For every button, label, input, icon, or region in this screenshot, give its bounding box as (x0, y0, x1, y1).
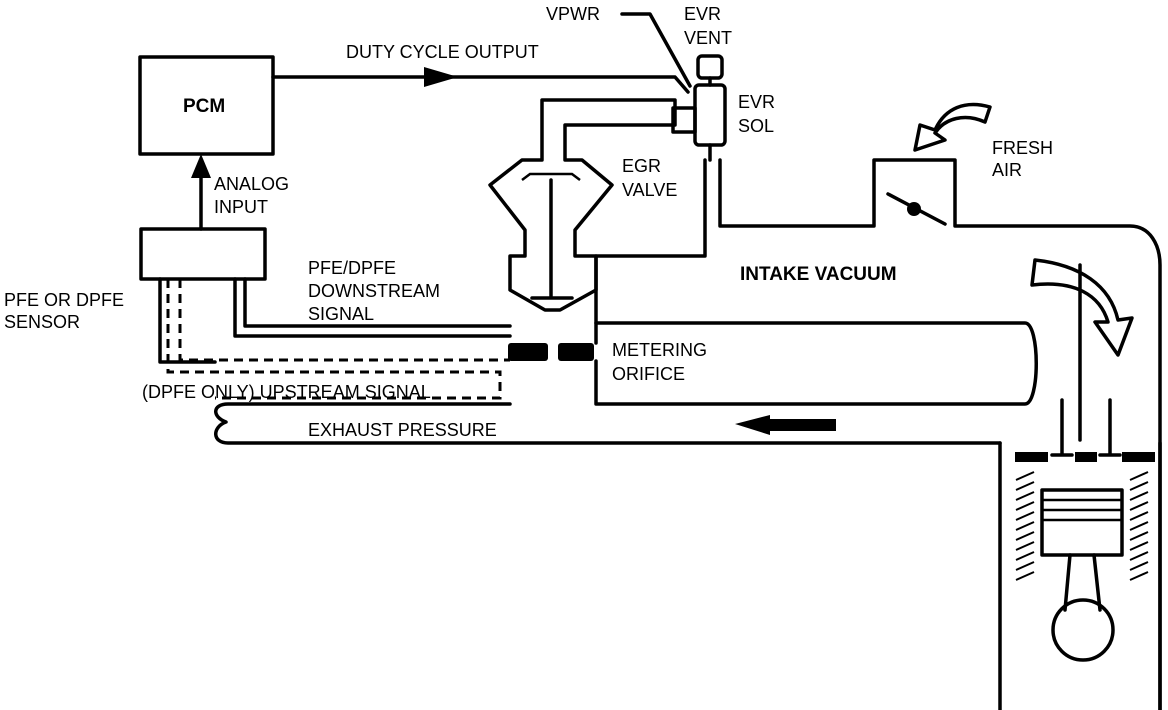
evr-sol-label-1: EVR (738, 92, 775, 112)
fresh-air-label-2: AIR (992, 160, 1022, 180)
evr-solenoid-port (671, 106, 697, 134)
metering-orifice-right (558, 343, 594, 361)
cylinder-block (998, 441, 1162, 710)
evr-sol-label-2: SOL (738, 116, 774, 136)
intake-valve (1050, 398, 1074, 457)
exhaust-label: EXHAUST PRESSURE (308, 420, 497, 440)
downstream-label-2: DOWNSTREAM (308, 281, 440, 301)
fresh-air-label-1: FRESH (992, 138, 1053, 158)
downstream-label-1: PFE/DPFE (308, 258, 396, 278)
sensor-port-right (233, 277, 512, 338)
evr-solenoid-body (693, 83, 727, 147)
egr-valve-label-2: VALVE (622, 180, 677, 200)
fresh-air-arrow (913, 102, 992, 152)
intake-manifold (594, 158, 1162, 710)
vpwr-line (620, 12, 692, 88)
upstream-signal-dash (166, 279, 502, 400)
throttle-shaft (907, 202, 921, 216)
sensor-label-1: PFE OR DPFE (4, 290, 124, 310)
exhaust-valve (1098, 398, 1122, 457)
exhaust-tube (214, 402, 1002, 445)
cylinder-head-gasket-3 (1122, 452, 1155, 462)
cylinder-wall-left (1015, 471, 1035, 581)
duty-cycle-line (271, 75, 690, 94)
sensor-port-left (158, 277, 217, 364)
vpwr-label: VPWR (546, 4, 600, 24)
egr-valve-diaphragm (488, 98, 677, 312)
upstream-signal-dash-2 (178, 279, 510, 362)
evr-vent-label-2: VENT (684, 28, 732, 48)
exhaust-arrow (735, 415, 836, 435)
piston (1040, 488, 1124, 557)
evr-vent-label-1: EVR (684, 4, 721, 24)
connecting-rod (1063, 553, 1102, 612)
intake-flow-arrow (1030, 258, 1134, 357)
cylinder-head-gasket-2 (1075, 452, 1097, 462)
metering-label-1: METERING (612, 340, 707, 360)
egr-valve-label-1: EGR (622, 156, 661, 176)
metering-orifice-left (508, 343, 548, 361)
pcm-box (138, 55, 275, 156)
egr-valve-spring (521, 172, 581, 181)
metering-label-2: ORIFICE (612, 364, 685, 384)
evr-vent-cap (696, 54, 724, 80)
cylinder-head-gasket (1015, 452, 1048, 462)
metering-chamber (594, 321, 1038, 406)
analog-input-arrow (191, 154, 211, 178)
intake-vacuum-label: INTAKE VACUUM (740, 264, 897, 285)
pfe-dpfe-sensor-box (139, 227, 267, 281)
sensor-label-2: SENSOR (4, 312, 80, 332)
downstream-signal-tube (243, 277, 512, 328)
upstream-label: (DPFE ONLY) UPSTREAM SIGNAL (142, 382, 431, 402)
pcm-label: PCM (183, 96, 225, 117)
duty-cycle-label: DUTY CYCLE OUTPUT (346, 42, 539, 62)
crankshaft (1051, 598, 1115, 662)
analog-input-label-1: ANALOG (214, 174, 289, 194)
analog-input-label-2: INPUT (214, 197, 268, 217)
downstream-label-3: SIGNAL (308, 304, 374, 324)
cylinder-wall-right (1129, 471, 1149, 581)
duty-cycle-arrow (424, 67, 458, 87)
